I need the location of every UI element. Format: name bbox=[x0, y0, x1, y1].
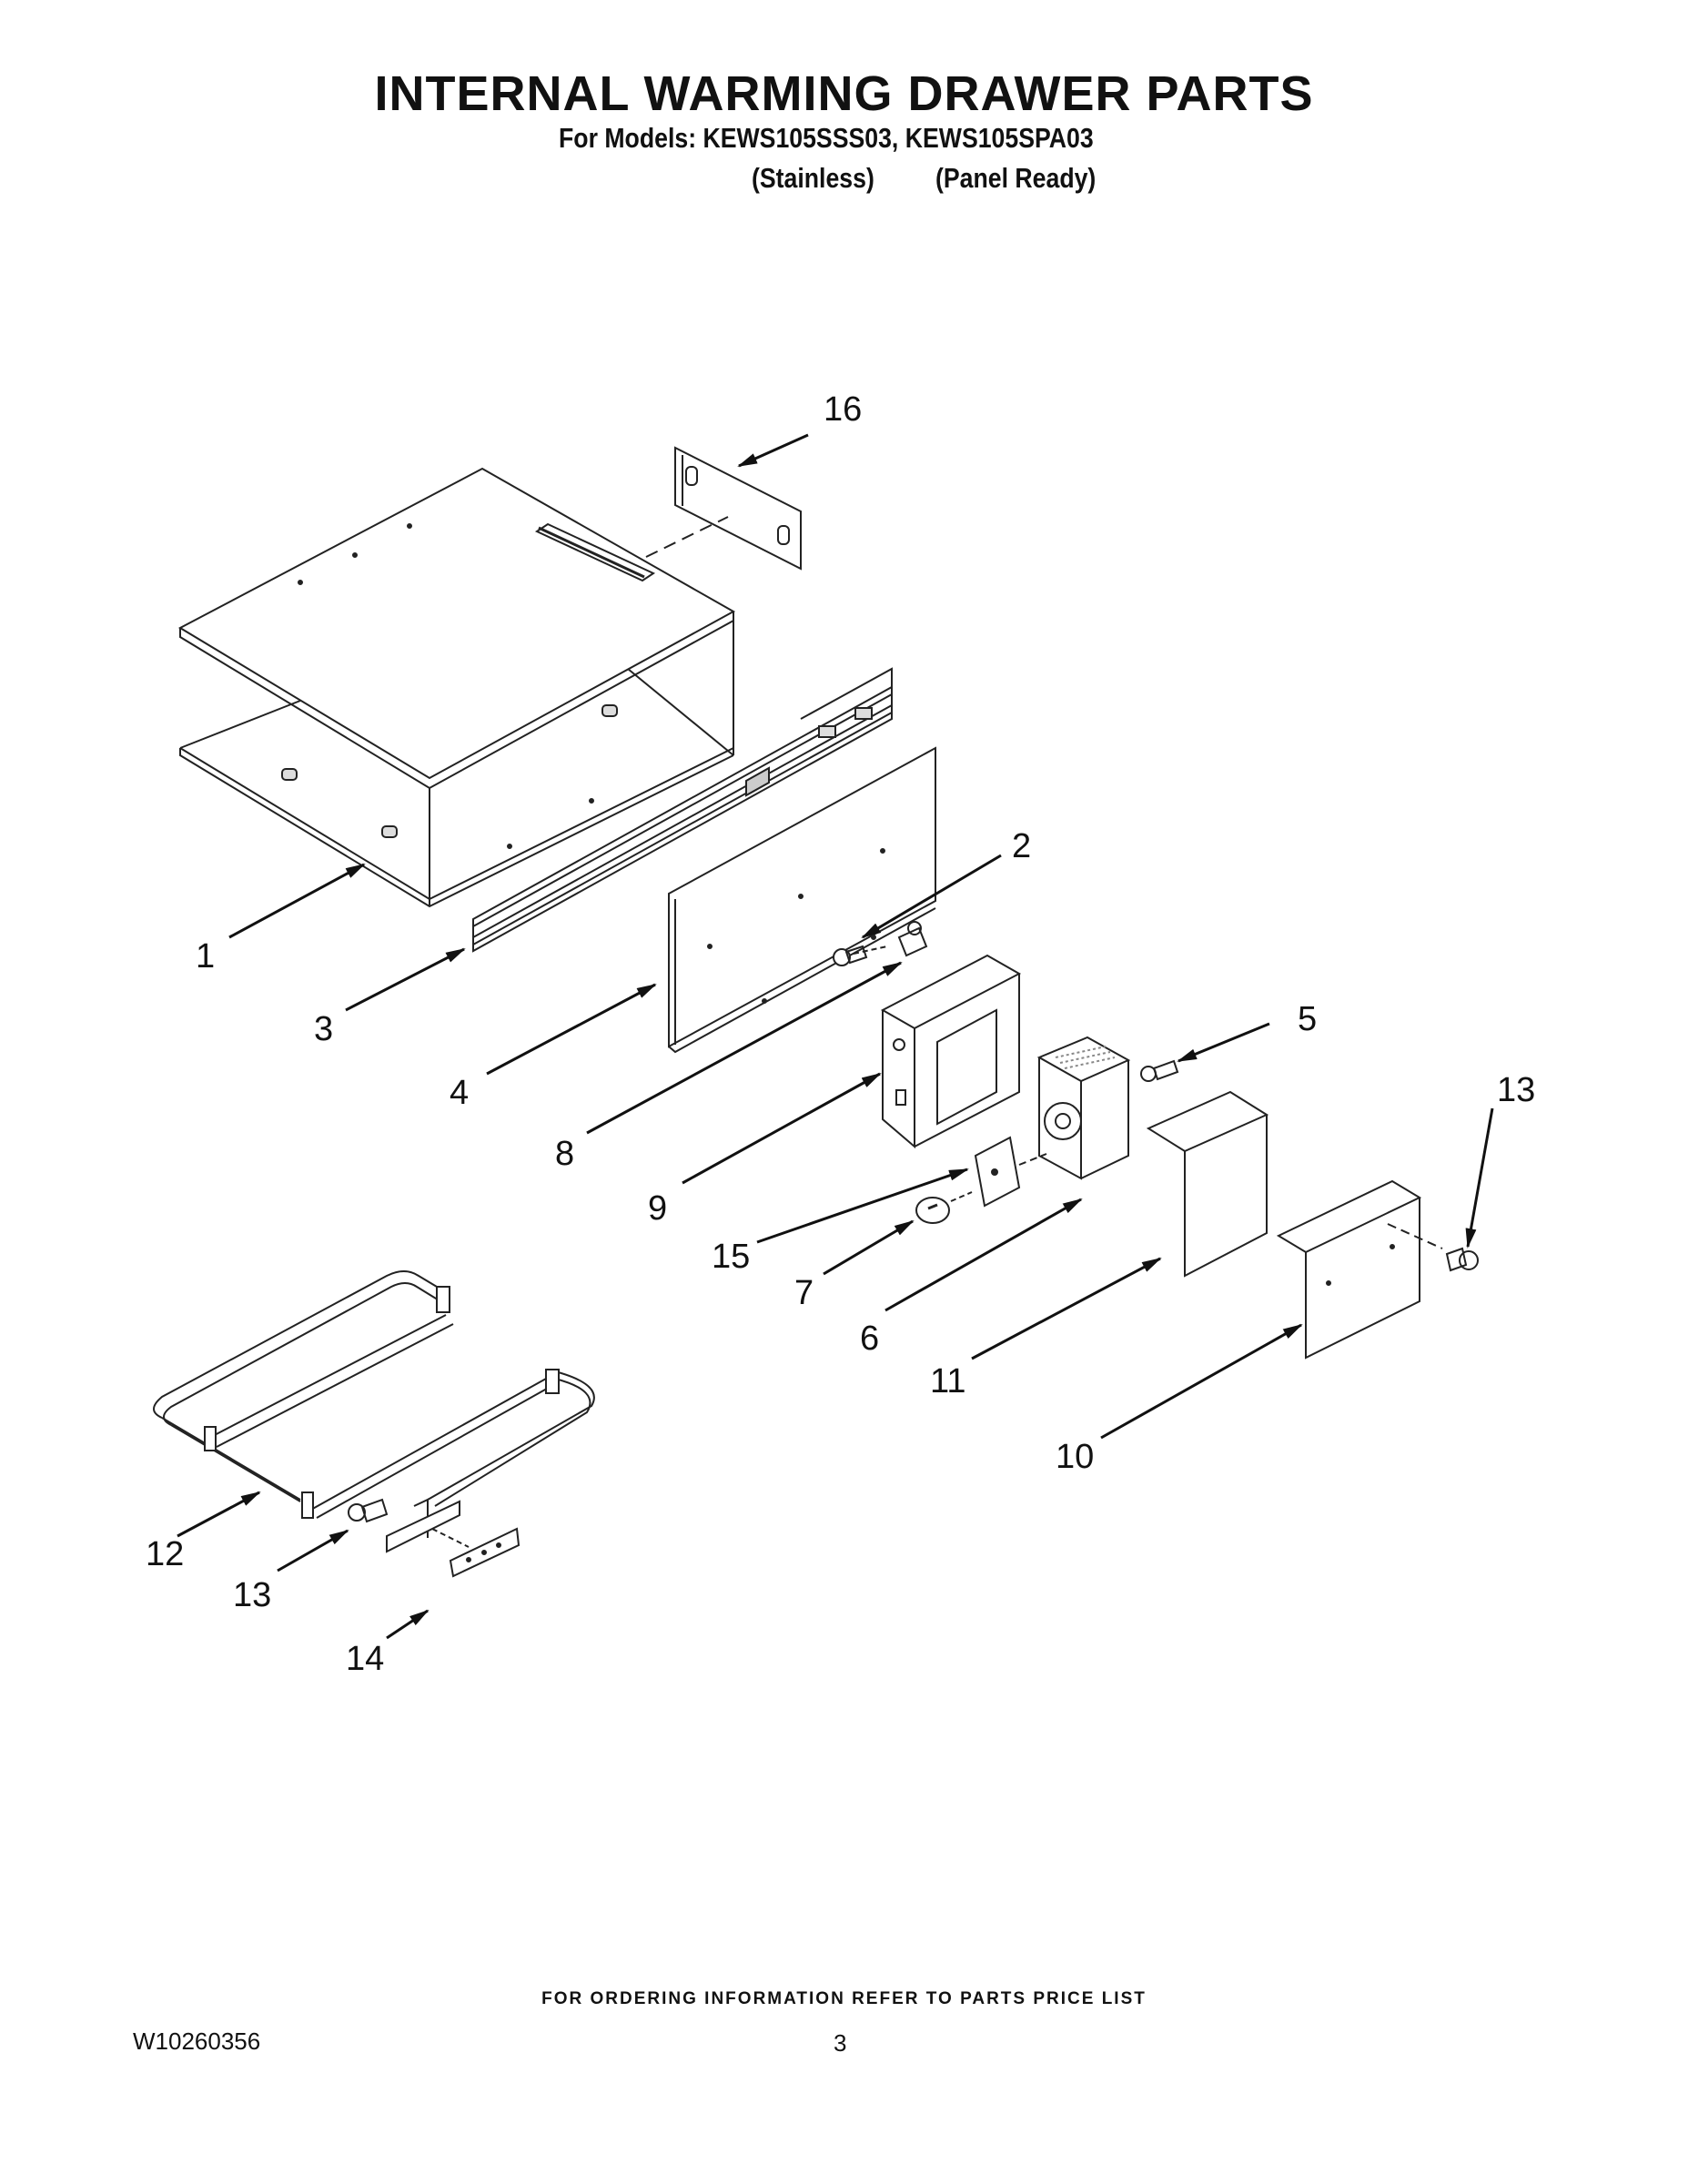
part-12-heating-element bbox=[153, 1270, 595, 1538]
callout-12: 12 bbox=[146, 1535, 184, 1573]
page-number: 3 bbox=[834, 2029, 847, 2057]
ordering-note: FOR ORDERING INFORMATION REFER TO PARTS … bbox=[541, 1989, 1147, 2008]
part-11-cover bbox=[1146, 1090, 1269, 1278]
callout-1: 1 bbox=[196, 937, 215, 976]
variant-stainless: (Stainless) bbox=[752, 162, 874, 194]
callout-10: 10 bbox=[1056, 1438, 1094, 1476]
callout-4: 4 bbox=[450, 1074, 469, 1112]
callout-13-left: 13 bbox=[233, 1576, 271, 1614]
leader-arrows bbox=[177, 433, 1494, 1640]
part-13-screw-left bbox=[348, 1498, 389, 1523]
callout-6: 6 bbox=[860, 1320, 879, 1358]
callout-2: 2 bbox=[1012, 827, 1031, 865]
callout-3: 3 bbox=[314, 1010, 333, 1048]
part-16-bracket bbox=[645, 446, 802, 571]
callout-11: 11 bbox=[930, 1362, 965, 1400]
part-4-back-panel bbox=[668, 746, 936, 1054]
callout-16: 16 bbox=[824, 390, 862, 429]
callout-14: 14 bbox=[346, 1640, 384, 1678]
part-14-terminal-bracket bbox=[386, 1500, 521, 1578]
callout-13-right: 13 bbox=[1497, 1071, 1535, 1109]
callout-8: 8 bbox=[555, 1135, 574, 1173]
models-line: For Models: KEWS105SSS03, KEWS105SPA03 bbox=[559, 122, 1094, 154]
part-10-rear-cover bbox=[1276, 1179, 1443, 1360]
callout-15: 15 bbox=[712, 1238, 750, 1276]
part-1-drawer-liner bbox=[177, 467, 736, 908]
part-13-screw-right bbox=[1445, 1247, 1479, 1272]
callout-9: 9 bbox=[648, 1189, 667, 1228]
callout-7: 7 bbox=[794, 1274, 814, 1312]
part-6-control-module bbox=[1036, 1036, 1131, 1180]
part-9-control-housing bbox=[880, 954, 1022, 1149]
page-title: INTERNAL WARMING DRAWER PARTS bbox=[374, 66, 1314, 121]
variant-panel-ready: (Panel Ready) bbox=[935, 162, 1097, 194]
part-2-thermostat bbox=[833, 921, 928, 966]
part-3-drawer-slide bbox=[472, 667, 893, 953]
part-7-knob bbox=[915, 1191, 973, 1224]
part-15-gasket bbox=[974, 1136, 1047, 1208]
part-5-screw bbox=[1140, 1059, 1179, 1082]
document-number: W10260356 bbox=[133, 2027, 261, 2055]
callout-5: 5 bbox=[1298, 1000, 1317, 1038]
